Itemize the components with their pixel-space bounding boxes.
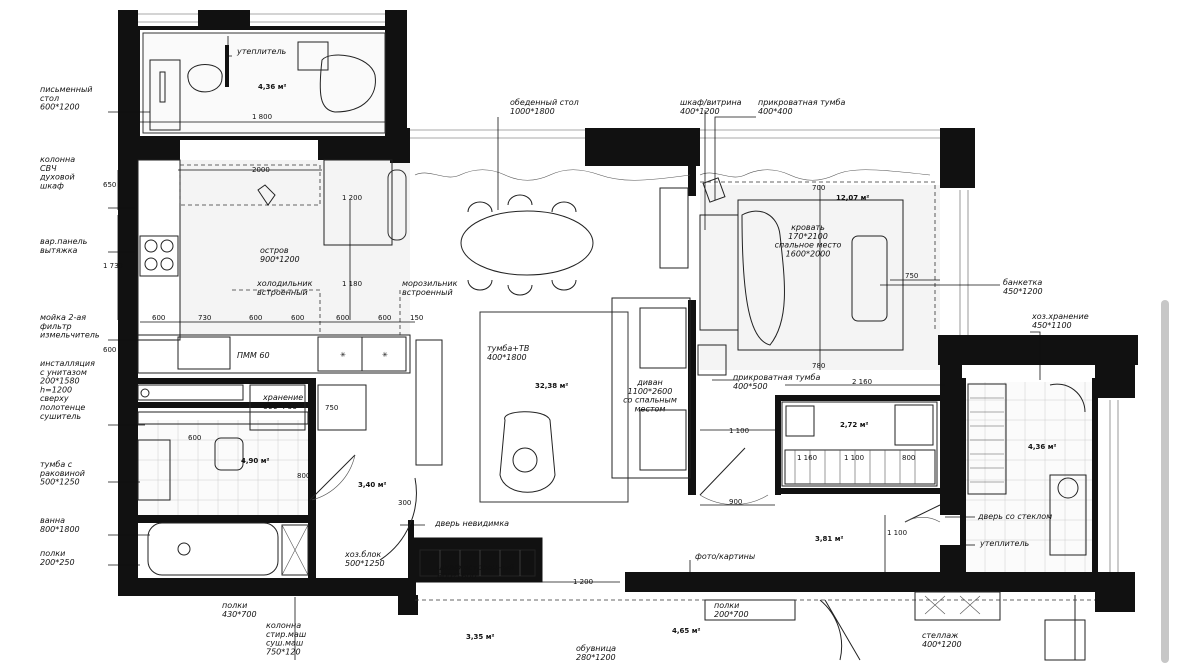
dimension-label: 600 [188, 434, 201, 442]
bottom-rooms [415, 591, 1095, 661]
svg-text:✳: ✳ [340, 351, 346, 359]
dimension-label: 800 [297, 472, 310, 480]
dimension-label: 600 [103, 346, 116, 354]
area-closet: 2,72 м² [840, 421, 869, 429]
vertical-scrollbar[interactable] [1161, 300, 1169, 663]
dimension-label: 600 [336, 314, 349, 322]
area-wc: 3,40 м² [358, 481, 387, 489]
area-bedroom: 12,07 м² [836, 194, 869, 202]
dimension-label: 1 160 [797, 454, 817, 462]
dimension-label: 1 180 [342, 280, 362, 288]
label-glass-door: дверь со стеклом [977, 512, 1052, 521]
area-storage-room: 4,36 м² [1028, 443, 1057, 451]
dimension-label: 800 [902, 454, 915, 462]
dimension-label: 2000 [252, 166, 270, 174]
bathroom [137, 384, 367, 576]
bedroom [659, 169, 936, 376]
dimension-label: 1 100 [729, 427, 749, 435]
dimension-label: 1 200 [342, 194, 362, 202]
storage-room [967, 383, 1087, 556]
builtin-wardrobe-shape [419, 549, 536, 577]
dimension-label: 750 [325, 404, 338, 412]
closet [781, 401, 938, 487]
dimension-label: 900 [729, 498, 742, 506]
dimension-label: 750 [905, 272, 918, 280]
walls [118, 10, 1138, 615]
office-room [136, 26, 390, 140]
label-pmm: ПММ 60 [237, 351, 270, 360]
area-living: 32,38 м² [535, 382, 568, 390]
label-photos: фото/картины [695, 552, 755, 561]
dimension-lines [117, 121, 945, 583]
leader-lines [108, 36, 1041, 660]
area-hall: 3,81 м² [815, 535, 844, 543]
dimension-label: 700 [812, 184, 825, 192]
dimension-label: 1 100 [887, 529, 907, 537]
dimension-label: 730 [198, 314, 211, 322]
dimension-label: 600 [378, 314, 391, 322]
kitchen: ✳✳ [137, 159, 411, 374]
area-bottom-left: 3,35 м² [466, 633, 495, 641]
windows [138, 13, 1119, 572]
dimension-label: 2 160 [852, 378, 872, 386]
dimension-label: 650 [103, 181, 116, 189]
tile-grids [138, 382, 1095, 572]
dimension-label: 1 730 [103, 262, 123, 270]
area-office: 4,36 м² [258, 83, 287, 91]
dimension-label: 300 [398, 499, 411, 507]
dimension-label: 780 [812, 362, 825, 370]
dimension-label: 150 [410, 314, 423, 322]
dimension-label: 600 [152, 314, 165, 322]
doors [309, 447, 941, 661]
area-bathroom: 4,90 м² [241, 457, 270, 465]
living-room [414, 169, 691, 503]
dimension-label: 600 [249, 314, 262, 322]
label-hidden-door: дверь невидимка [434, 519, 509, 528]
dimension-label: 1 200 [573, 578, 593, 586]
dimension-label: 600 [291, 314, 304, 322]
dimension-label: 1 800 [252, 113, 272, 121]
label-insulation-right: утеплитель [979, 539, 1030, 548]
svg-text:✳: ✳ [382, 351, 388, 359]
label-insulation-top: утеплитель [236, 47, 287, 56]
area-bottom-mid: 4,65 м² [672, 627, 701, 635]
dimension-label: 1 100 [844, 454, 864, 462]
